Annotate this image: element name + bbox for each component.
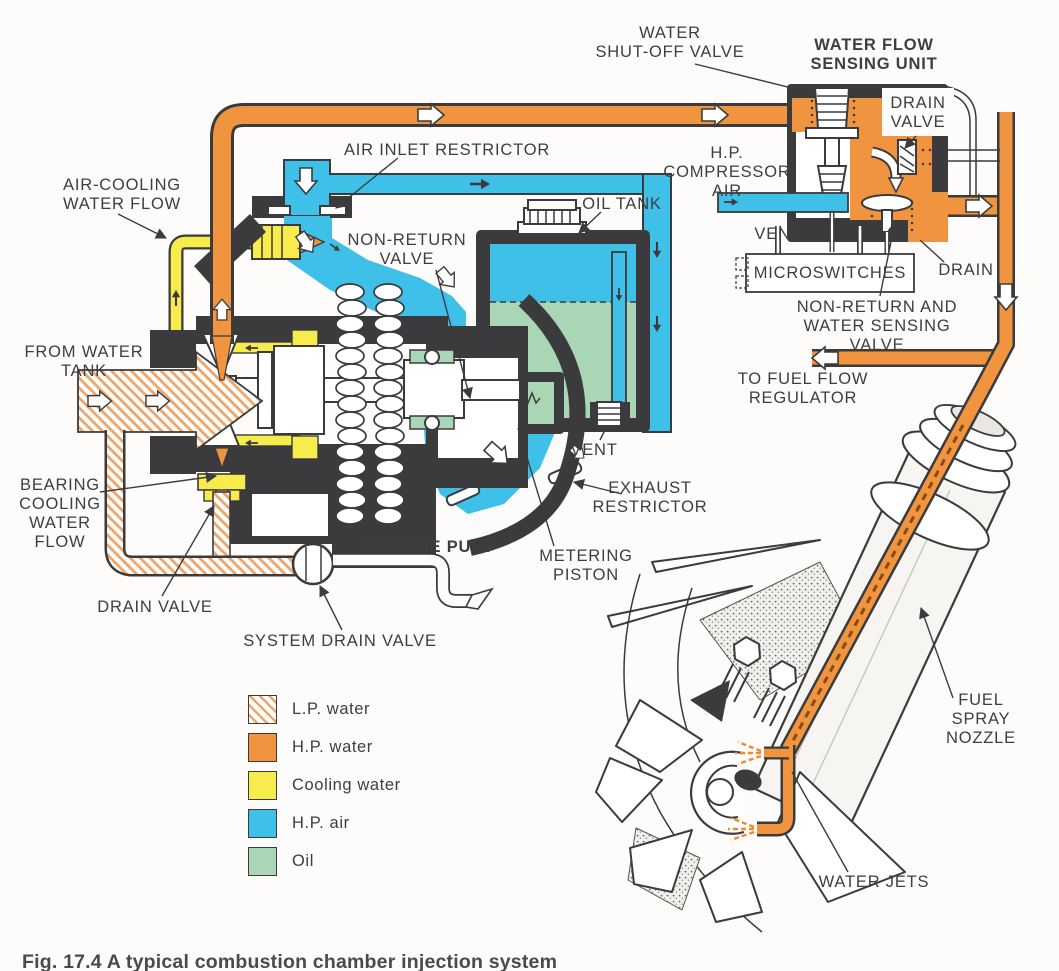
label-metering-piston: METERING PISTON — [539, 547, 633, 584]
turbine-pump — [150, 196, 586, 568]
legend-swatch-lp-water — [248, 694, 277, 724]
legend-item-hp-air: H.P. air — [248, 808, 350, 838]
hp-water-pipes — [210, 103, 1015, 842]
label-microswitches: MICROSWITCHES — [753, 264, 907, 282]
label-from-water-tank: FROM WATER TANK — [24, 343, 144, 380]
legend-label: H.P. air — [292, 813, 350, 832]
label-drain-right: DRAIN — [938, 261, 994, 279]
label-fuel-spray-nozzle: FUEL SPRAY NOZZLE — [946, 691, 1016, 747]
legend-label: H.P. water — [292, 737, 373, 756]
label-water-shutoff-valve: WATER SHUT-OFF VALVE — [595, 24, 745, 61]
figure-caption: Fig. 17.4 A typical combustion chamber i… — [22, 951, 558, 971]
label-air-cooling-water-flow: AIR-COOLING WATER FLOW — [63, 176, 181, 213]
leader-lines — [99, 63, 954, 873]
label-hp-compressor-air: H.P. COMPRESSOR AIR — [663, 144, 791, 200]
water-flow-sensing-unit — [717, 84, 1000, 293]
legend-item-hp-water: H.P. water — [248, 732, 373, 762]
label-oil-tank: OIL TANK — [582, 195, 662, 213]
label-air-inlet-restrictor: AIR INLET RESTRICTOR — [343, 141, 551, 159]
legend-swatch-oil — [248, 846, 277, 876]
label-to-fuel-flow-regulator: TO FUEL FLOW REGULATOR — [737, 370, 869, 407]
legend-swatch-hp-air — [248, 808, 277, 838]
label-drain-valve-bottom: DRAIN VALVE — [97, 598, 213, 616]
legend-swatch-hp-water — [248, 732, 277, 762]
label-system-drain-valve: SYSTEM DRAIN VALVE — [243, 632, 437, 650]
legend-label: L.P. water — [292, 699, 371, 718]
label-vent-center: VENT — [570, 441, 618, 459]
label-bearing-cooling-water-flow: BEARING COOLING WATER FLOW — [19, 476, 101, 551]
legend-label: Oil — [292, 851, 314, 870]
legend-item-lp-water: L.P. water — [248, 694, 370, 724]
label-vent-right: VENT — [754, 225, 802, 243]
label-non-return-water-sensing: NON-RETURN AND WATER SENSING VALVE — [796, 298, 958, 354]
legend-item-oil: Oil — [248, 846, 314, 876]
legend-swatch-cooling-water — [248, 770, 277, 800]
legend-label: Cooling water — [292, 775, 401, 794]
label-water-flow-sensing-unit: WATER FLOW SENSING UNIT — [810, 36, 938, 73]
label-water-jets: WATER JETS — [818, 873, 930, 891]
label-drain-valve-top: DRAIN VALVE — [890, 94, 946, 131]
label-non-return-valve: NON-RETURN VALVE — [347, 231, 467, 268]
fuel-spray-nozzle-illustration — [595, 403, 1017, 933]
legend-item-cooling-water: Cooling water — [248, 770, 401, 800]
label-exhaust-restrictor: EXHAUST RESTRICTOR — [592, 479, 708, 516]
label-turbine-pump: TURBINE PUMP — [362, 538, 498, 556]
